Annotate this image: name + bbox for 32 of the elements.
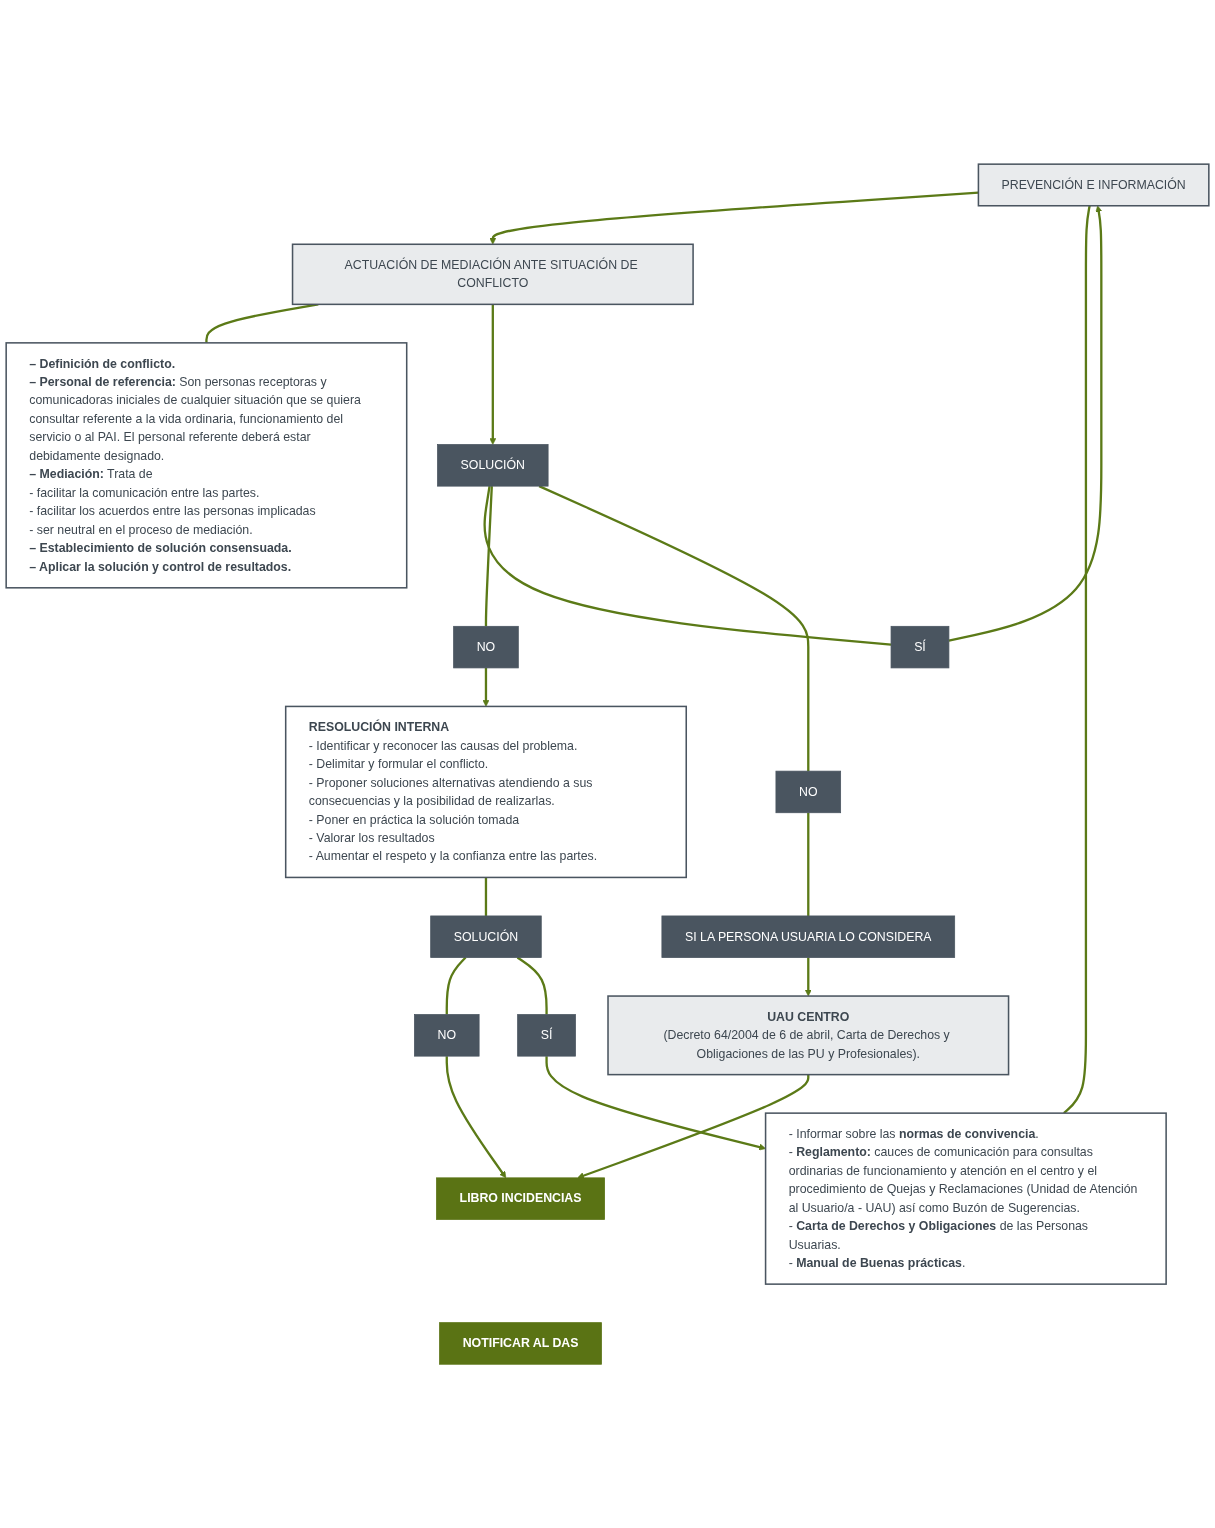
arrow	[445, 1055, 507, 1178]
node-box: ACTUACIÓN DE MEDIACIÓN ANTE SITUACIÓN DE CONFLICTO	[291, 243, 694, 305]
node-box: NO	[453, 625, 519, 669]
node-box: - Informar sobre las normas de convivencia. - Reglamento: cauces de comunicación para consultas ordinarias de funcionamiento y atención en el centro y el procedimiento de Quejas y Reclamaciones (Unidad de Atención al Usuario/a - UAU) así como Buzón de Sugerencias. - Carta de Derechos y Obligaciones de las Personas Usuarias. - Manual de Buenas prácticas.	[764, 1112, 1167, 1285]
node-box: SI LA PERSONA USUARIA LO CONSIDERA	[661, 915, 956, 958]
node-box: PREVENCIÓN E INFORMACIÓN	[977, 163, 1210, 207]
node-box: NO	[414, 1013, 480, 1057]
node-box: SOLUCIÓN	[437, 443, 549, 487]
arrow	[489, 304, 497, 445]
node-box: SÍ	[517, 1013, 576, 1057]
connector	[484, 485, 493, 627]
node-box: UAU CENTRO (Decreto 64/2004 de 6 de abril, Carta de Derechos y Obligaciones de las PU y Profesionales).	[607, 995, 1010, 1076]
connector	[1063, 205, 1091, 1114]
arrow	[489, 191, 979, 245]
arrow	[804, 957, 812, 997]
arrow	[948, 205, 1103, 642]
node-box: – Definición de conflicto. – Personal de referencia: Son personas receptoras y comunicadoras iniciales de cualquier situación que se quiera consultar referente a la vida ordinaria, funcionamiento del servicio o al PAI. El personal referente deberá estar debidamente designado. – Mediación: Trata de - facilitar la comunicación entre las partes. - facilitar los acuerdos entre las personas implicadas - ser neutral en el proceso de mediación. – Establecimiento de solución consensuada. – Aplicar la solución y control de resultados.	[5, 341, 408, 589]
arrow	[577, 1074, 810, 1179]
connector	[484, 877, 488, 916]
connector	[483, 485, 892, 646]
node-box: RESOLUCIÓN INTERNA - Identificar y reconocer las causas del problema. - Delimitar y formular el conflicto. - Proponer soluciones alternativas atendiendo a sus consecuencias y la posibilidad de realizarlas. - Poner en práctica la solución tomada - Valorar los resultados - Aumentar el respeto y la confianza entre las partes.	[284, 705, 687, 878]
arrow	[545, 1055, 766, 1151]
node-box: SOLUCIÓN	[430, 915, 542, 958]
node-box: NOTIFICAR AL DAS	[439, 1322, 602, 1365]
node-box: LIBRO INCIDENCIAS	[436, 1177, 605, 1220]
arrow	[482, 667, 490, 707]
connector	[807, 812, 810, 916]
connector	[538, 484, 810, 771]
node-box: SÍ	[890, 625, 950, 669]
connector	[516, 956, 548, 1015]
node-box: NO	[775, 770, 842, 813]
connector	[445, 956, 467, 1015]
